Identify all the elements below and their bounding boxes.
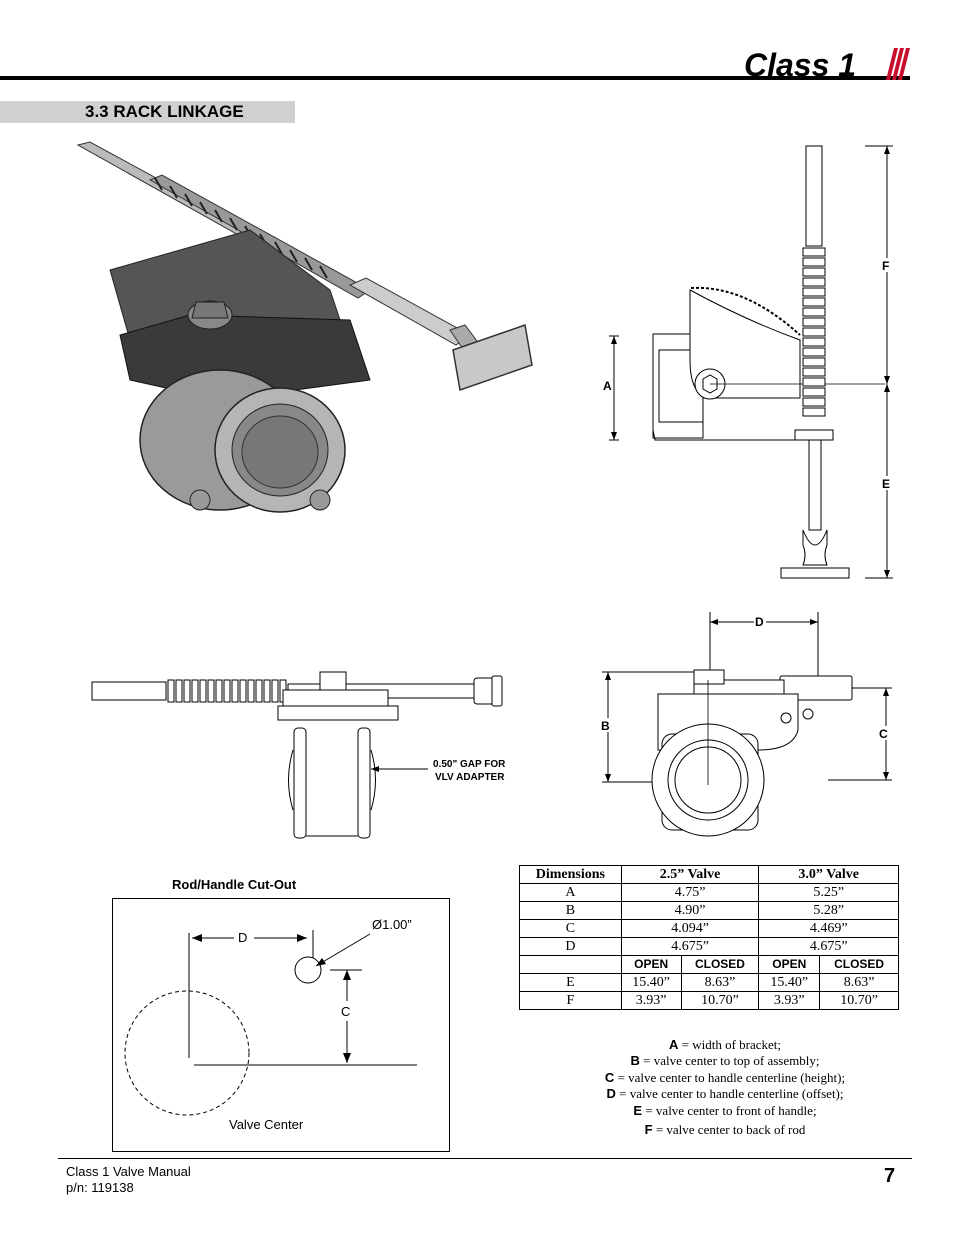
table-subheader-cell: CLOSED (819, 955, 899, 974)
logo-text: Class 1 (744, 47, 856, 83)
table-row: D 4.675” 4.675” (519, 937, 899, 956)
table-subheader-cell: OPEN (758, 955, 821, 974)
dimensions-table: Dimensions 2.5” Valve 3.0” Valve A 4.75”… (519, 865, 899, 1010)
table-cell: 4.90” (620, 901, 760, 920)
table-cell: E (519, 973, 622, 992)
table-header-cell: 2.5” Valve (620, 865, 760, 884)
class1-logo: Class 1 (744, 47, 910, 83)
table-cell: F (519, 991, 622, 1010)
table-cell: 5.25” (758, 883, 899, 902)
section-bar (0, 101, 295, 123)
table-cell: C (519, 919, 622, 938)
header-rule (0, 76, 910, 80)
table-cell: 4.675” (758, 937, 899, 956)
table-cell: D (519, 937, 622, 956)
side-view-drawing: A F E (603, 145, 893, 579)
table-header-row: Dimensions 2.5” Valve 3.0” Valve (519, 865, 899, 884)
legend-item: E = valve center to front of handle; (633, 1102, 817, 1118)
table-cell: 5.28” (758, 901, 899, 920)
table-cell: 8.63” (680, 973, 760, 992)
table-cell: 10.70” (819, 991, 899, 1010)
table-subheader-cell: CLOSED (680, 955, 760, 974)
cutout-box (112, 898, 450, 1152)
page-number: 7 (884, 1165, 896, 1187)
cutout-title: Rod/Handle Cut-Out (172, 877, 297, 892)
logo-stripes (886, 48, 910, 80)
dim-label-b: B (601, 719, 610, 733)
table-cell: 4.75” (620, 883, 760, 902)
part-number: p/n: 119138 (66, 1180, 134, 1195)
table-cell: A (519, 883, 622, 902)
table-cell: 10.70” (680, 991, 760, 1010)
legend-item: C = valve center to handle centerline (h… (604, 1069, 846, 1085)
dim-label-e: E (882, 477, 890, 491)
footer-text: Class 1 Valve Manual p/n: 119138 (66, 1164, 191, 1196)
legend-item: A = width of bracket; (668, 1037, 782, 1052)
table-row: A 4.75” 5.25” (519, 883, 899, 902)
dim-label-c: C (879, 727, 888, 741)
table-row: F 3.93” 10.70” 3.93” 10.70” (519, 991, 899, 1010)
dimension-legend: A = width of bracket; B = valve center t… (520, 1037, 930, 1138)
cutout-label-c: C (341, 1004, 350, 1019)
rod-spring (802, 247, 826, 417)
table-row: C 4.094” 4.469” (519, 919, 899, 938)
rod-hole (294, 956, 322, 984)
isometric-assembly-drawing (76, 141, 533, 513)
table-cell: 8.63” (819, 973, 899, 992)
section-title: 3.3 RACK LINKAGE (85, 102, 244, 121)
gap-annotation-line1: 0.50" GAP FOR (433, 759, 506, 770)
diameter-label: Ø1.00” (372, 917, 412, 932)
table-cell: 15.40” (758, 973, 821, 992)
table-cell: 4.469” (758, 919, 899, 938)
table-cell: 15.40” (620, 973, 682, 992)
table-row: B 4.90” 5.28” (519, 901, 899, 920)
top-view-drawing: 0.50" GAP FOR VLV ADAPTER (91, 671, 506, 839)
legend-item: D = valve center to handle centerline (o… (606, 1086, 844, 1102)
table-cell: 4.675” (620, 937, 760, 956)
table-row: E 15.40” 8.63” 15.40” 8.63” (519, 973, 899, 992)
front-view-drawing: D B C (600, 612, 892, 837)
dim-label-d: D (755, 615, 764, 629)
legend-item: F = valve center to back of rod (644, 1122, 806, 1138)
valve-outline (124, 990, 250, 1116)
table-subheader-cell: OPEN (620, 955, 682, 974)
table-cell: 3.93” (620, 991, 682, 1010)
cutout-diagram: D Ø1.00” C Valve Center (124, 917, 417, 1132)
table-subheader-row: OPEN CLOSED OPEN CLOSED (519, 955, 899, 974)
table-cell: 3.93” (758, 991, 821, 1010)
table-header-cell: 3.0” Valve (758, 865, 899, 884)
table-cell (519, 955, 622, 974)
table-header-cell: Dimensions (519, 865, 622, 884)
dim-label-a: A (603, 379, 612, 393)
dim-label-f: F (882, 259, 889, 273)
gap-annotation-line2: VLV ADAPTER (435, 772, 505, 783)
valve-center-label: Valve Center (229, 1117, 304, 1132)
cutout-label-d: D (238, 930, 247, 945)
table-cell: B (519, 901, 622, 920)
top-spring (167, 679, 287, 703)
table-cell: 4.094” (620, 919, 760, 938)
legend-item: B = valve center to top of assembly; (630, 1053, 820, 1069)
footer-rule (58, 1158, 912, 1159)
manual-name: Class 1 Valve Manual (66, 1164, 191, 1179)
